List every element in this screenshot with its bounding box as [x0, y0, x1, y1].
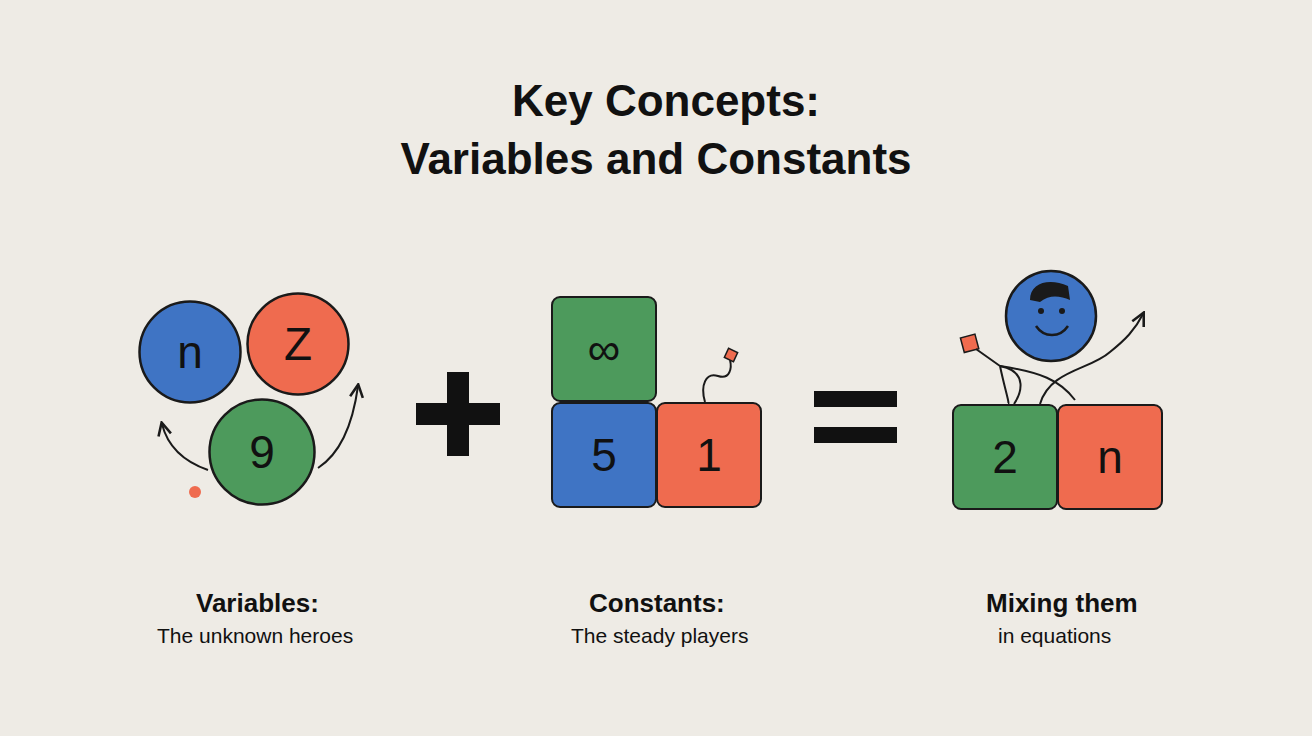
node-text: Z [284, 321, 312, 367]
equals-sign [814, 427, 897, 443]
node-text: ∞ [588, 326, 621, 372]
node-text: 1 [696, 432, 722, 478]
title: Key Concepts: Variables and Constants [394, 72, 918, 188]
face-smile [1036, 326, 1068, 335]
squiggle [703, 360, 730, 402]
node-text: 2 [992, 434, 1018, 480]
caption-label: Variables: [196, 588, 319, 619]
face-hair [1030, 282, 1070, 302]
caption-label: The steady players [571, 624, 748, 648]
caption-label: Mixing them [986, 588, 1138, 619]
swoop-arrow [1000, 314, 1143, 404]
caption-label: The unknown heroes [157, 624, 353, 648]
swirl-arrow [318, 386, 358, 468]
result-box: 2 [952, 404, 1058, 510]
caption-label: in equations [998, 624, 1111, 648]
face-eye [1038, 308, 1044, 314]
constant-box: 1 [656, 402, 762, 508]
variable-circle: n [138, 300, 242, 404]
equals-sign [814, 391, 897, 407]
node-text: 9 [249, 429, 275, 475]
result-box: n [1057, 404, 1163, 510]
node-text: n [177, 329, 203, 375]
plus-sign [447, 372, 469, 456]
flag [724, 348, 737, 361]
wand-arrow [976, 349, 1021, 404]
face [1006, 271, 1096, 361]
variable-circle: Z [246, 292, 350, 396]
variable-circle: 9 [208, 398, 316, 506]
face-eye [1059, 308, 1065, 314]
constant-box: ∞ [551, 296, 657, 402]
constant-box: 5 [551, 402, 657, 508]
swirl-arrow [162, 424, 208, 470]
node-text: n [1097, 434, 1123, 480]
caption-label: Constants: [589, 588, 725, 619]
dot [189, 486, 201, 498]
node-text: 5 [591, 432, 617, 478]
